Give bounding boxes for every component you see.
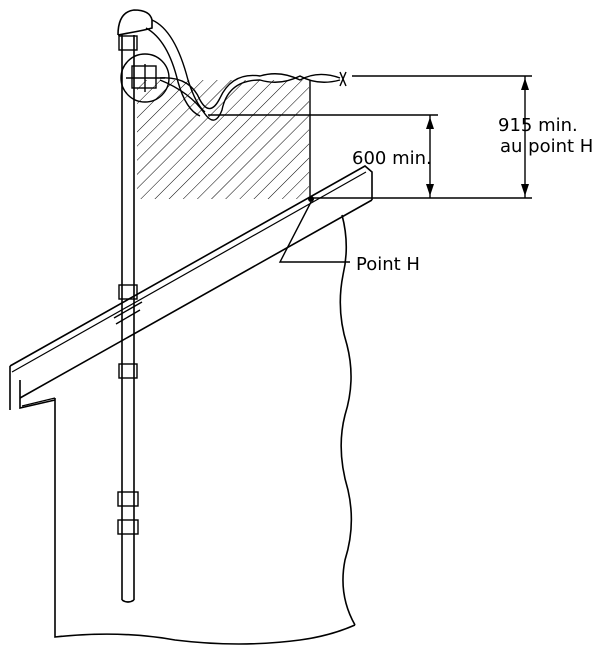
extension-lines bbox=[208, 75, 532, 200]
dimension-600-label: 600 min. bbox=[352, 148, 432, 169]
clearance-zone-hatch bbox=[137, 80, 309, 199]
service-drop-cable bbox=[159, 71, 347, 121]
dimension-915-label-line2: au point H bbox=[500, 136, 593, 157]
point-h-marker bbox=[308, 196, 314, 202]
building-wall bbox=[54, 214, 356, 645]
dimension-915: 915 min. au point H bbox=[498, 76, 593, 198]
point-h-label: Point H bbox=[356, 254, 420, 275]
dimension-600: 600 min. bbox=[352, 115, 434, 198]
dimension-915-label-line1: 915 min. bbox=[498, 115, 578, 136]
roof bbox=[9, 165, 373, 410]
point-h-callout: Point H bbox=[278, 196, 420, 275]
service-mast bbox=[113, 35, 143, 603]
